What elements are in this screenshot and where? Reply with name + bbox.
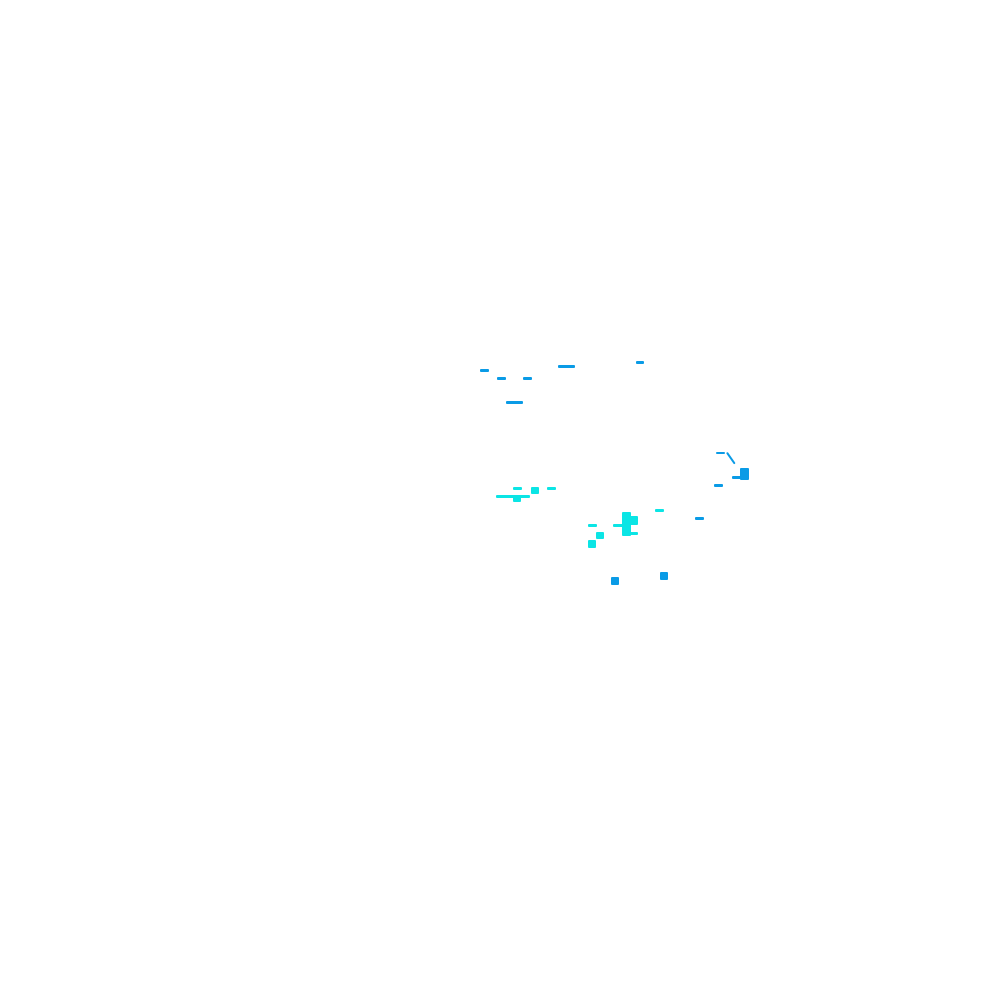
cyan-block — [531, 487, 539, 494]
cyan-block — [588, 540, 596, 548]
cyan-block — [513, 497, 521, 502]
blue-dash — [716, 452, 725, 454]
blue-slash — [726, 451, 736, 465]
blue-dash — [497, 377, 506, 380]
cyan-dash — [655, 509, 664, 512]
blue-dot — [611, 577, 619, 585]
cyan-dash — [588, 524, 597, 527]
blue-dash — [695, 517, 704, 520]
cyan-block — [596, 532, 604, 539]
cyan-dash — [630, 532, 638, 535]
cyan-dash — [547, 487, 556, 490]
blue-dash — [732, 476, 741, 479]
cyan-block — [622, 512, 631, 536]
cyan-dash — [496, 495, 530, 498]
blue-dash — [480, 369, 489, 372]
cyan-dash — [613, 524, 623, 527]
blue-dash — [558, 365, 575, 368]
blue-dot — [660, 572, 668, 580]
blue-dash — [523, 377, 532, 380]
blue-dash — [636, 361, 644, 364]
blue-dash — [714, 484, 723, 487]
blue-dash — [506, 401, 523, 404]
cyan-block — [630, 516, 638, 525]
blue-block — [740, 468, 749, 480]
cyan-dash — [513, 487, 522, 490]
